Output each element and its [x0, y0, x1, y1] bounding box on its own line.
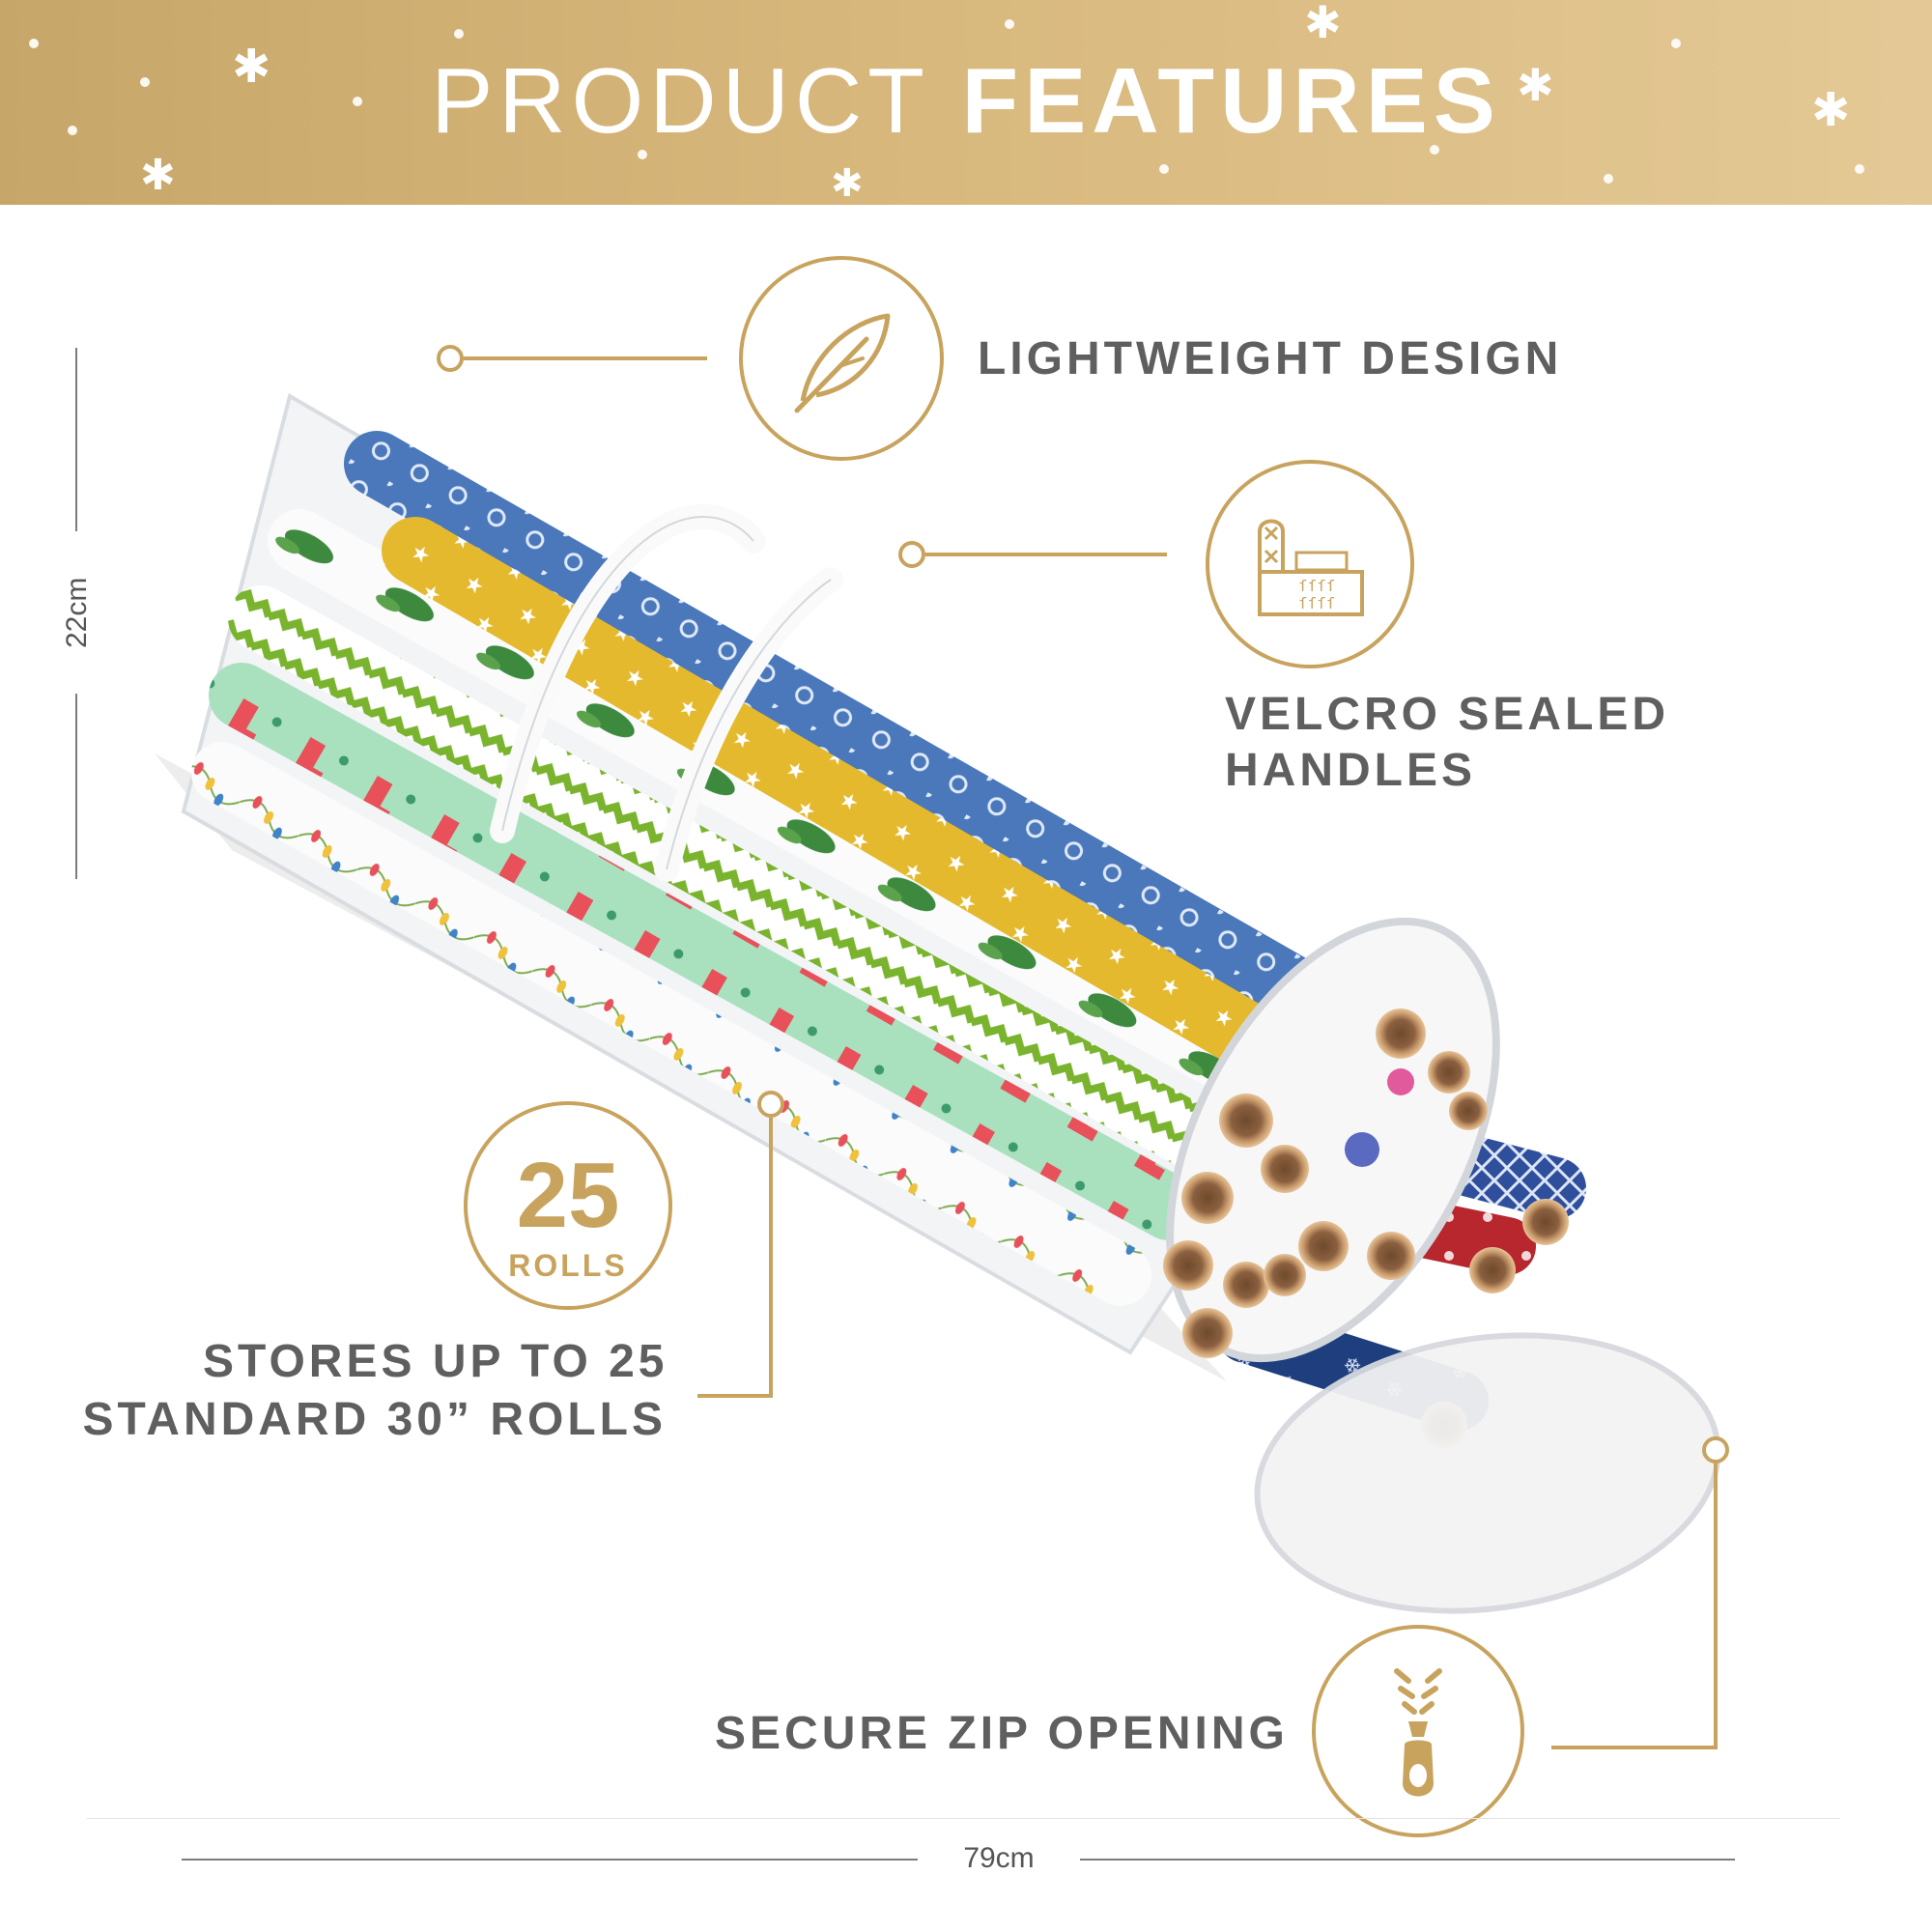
snow-dot [1159, 164, 1169, 174]
snow-dot [1855, 164, 1864, 174]
height-dimension-line-top [75, 348, 77, 531]
callout-line-capacity-vertical [769, 1118, 773, 1398]
header-banner: ✱ ✱ ✱ ✱ ✱ ✱ PRODUCT FEATURES [0, 0, 1932, 205]
snow-dot [353, 97, 362, 106]
snowflake-icon: ✱ [831, 161, 864, 205]
snowflake-icon: ✱ [1811, 83, 1851, 137]
snowflake-icon: ✱ [140, 151, 176, 200]
zip-label: SECURE ZIP OPENING [715, 1708, 1289, 1759]
snow-dot [1005, 19, 1014, 29]
velcro-label-line2: HANDLES [1225, 745, 1477, 796]
snow-dot [1430, 145, 1439, 155]
width-dimension-line-right [1080, 1859, 1735, 1861]
callout-line-lightweight [464, 356, 707, 360]
snow-dot [454, 29, 464, 39]
feather-icon [794, 313, 891, 413]
snow-dot [638, 150, 647, 159]
capacity-label-line1: STORES UP TO 25 [203, 1336, 668, 1387]
snowflake-icon: ✱ [232, 40, 271, 94]
title-bold: FEATURES [961, 49, 1501, 153]
callout-node-zip [1702, 1436, 1729, 1463]
callout-line-zip-vertical [1714, 1463, 1718, 1749]
svg-text:ſſſſ: ſſſſ [1298, 577, 1336, 595]
width-dimension-label: 79cm [963, 1842, 1035, 1874]
capacity-badge: 25 ROLLS [464, 1101, 672, 1310]
svg-text:ſſſſ: ſſſſ [1298, 594, 1336, 612]
callout-node-lightweight [437, 345, 464, 372]
width-dimension-line-left [182, 1859, 918, 1861]
callout-line-zip-horizontal [1551, 1746, 1718, 1749]
callout-node-velcro [898, 541, 925, 568]
zip-icon-circle [1312, 1625, 1524, 1837]
velcro-icon-circle: ſſſſ ſſſſ [1206, 460, 1414, 668]
snow-dot [140, 77, 150, 87]
snow-dot [68, 126, 77, 135]
footer-divider [87, 1818, 1840, 1819]
snowflake-icon: ✱ [1304, 0, 1342, 48]
title-light: PRODUCT [431, 49, 930, 153]
zipper-icon [1394, 1668, 1442, 1797]
capacity-label-line2: STANDARD 30” ROLLS [82, 1394, 667, 1445]
height-dimension-line-bottom [75, 694, 77, 879]
capacity-badge-number: 25 [516, 1144, 620, 1247]
velcro-label-line1: VELCRO SEALED [1225, 689, 1670, 740]
callout-line-capacity-horizontal [697, 1394, 773, 1398]
lightweight-label: LIGHTWEIGHT DESIGN [978, 333, 1563, 384]
velcro-icon: ſſſſ ſſſſ [1258, 519, 1364, 616]
callout-node-capacity [757, 1091, 784, 1118]
page-title: PRODUCT FEATURES [0, 48, 1932, 155]
callout-line-velcro [925, 553, 1167, 556]
snow-dot [1604, 174, 1613, 184]
snowflake-icon: ✱ [1517, 59, 1554, 111]
capacity-badge-unit: ROLLS [508, 1248, 628, 1283]
snow-dot [29, 39, 39, 48]
lightweight-icon-circle [739, 256, 944, 461]
snow-dot [1671, 39, 1681, 48]
